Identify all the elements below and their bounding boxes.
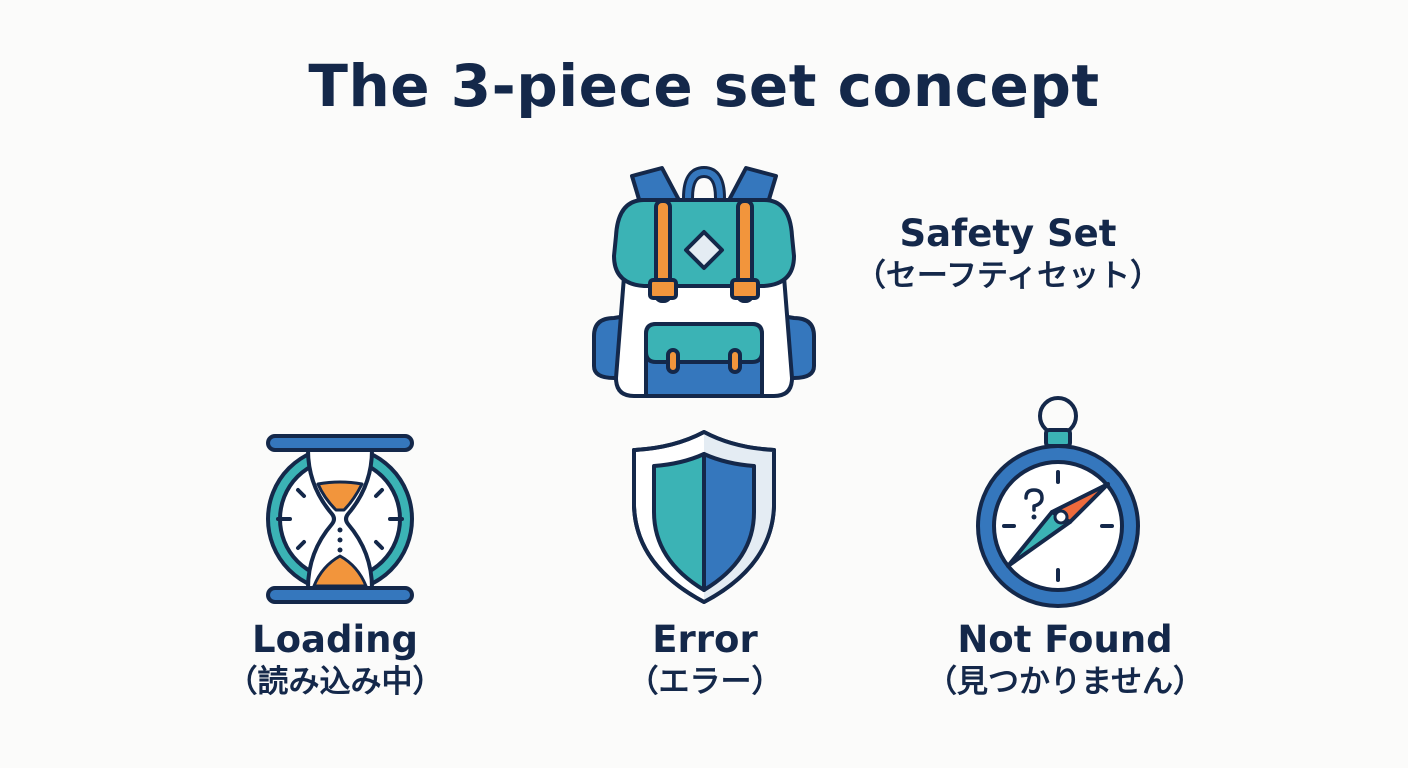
hourglass-icon: [266, 434, 414, 604]
loading-subtitle: （読み込み中）: [226, 664, 444, 700]
safety-set-label: Safety Set （セーフティセット）: [838, 212, 1178, 296]
error-title: Error: [652, 618, 758, 661]
not-found-title: Not Found: [957, 618, 1173, 661]
safety-set-title: Safety Set: [899, 212, 1117, 255]
loading-title: Loading: [252, 618, 418, 661]
loading-label: Loading （読み込み中）: [200, 618, 470, 702]
page-title: The 3-piece set concept: [308, 52, 1100, 120]
not-found-subtitle: （見つかりません）: [925, 664, 1205, 700]
error-subtitle: （エラー）: [627, 664, 783, 700]
error-label: Error （エラー）: [590, 618, 820, 702]
not-found-label: Not Found （見つかりません）: [900, 618, 1230, 702]
shield-icon: [632, 430, 776, 604]
compass-icon: [976, 396, 1140, 608]
backpack-icon: [592, 166, 816, 398]
safety-set-subtitle: （セーフティセット）: [854, 258, 1162, 294]
